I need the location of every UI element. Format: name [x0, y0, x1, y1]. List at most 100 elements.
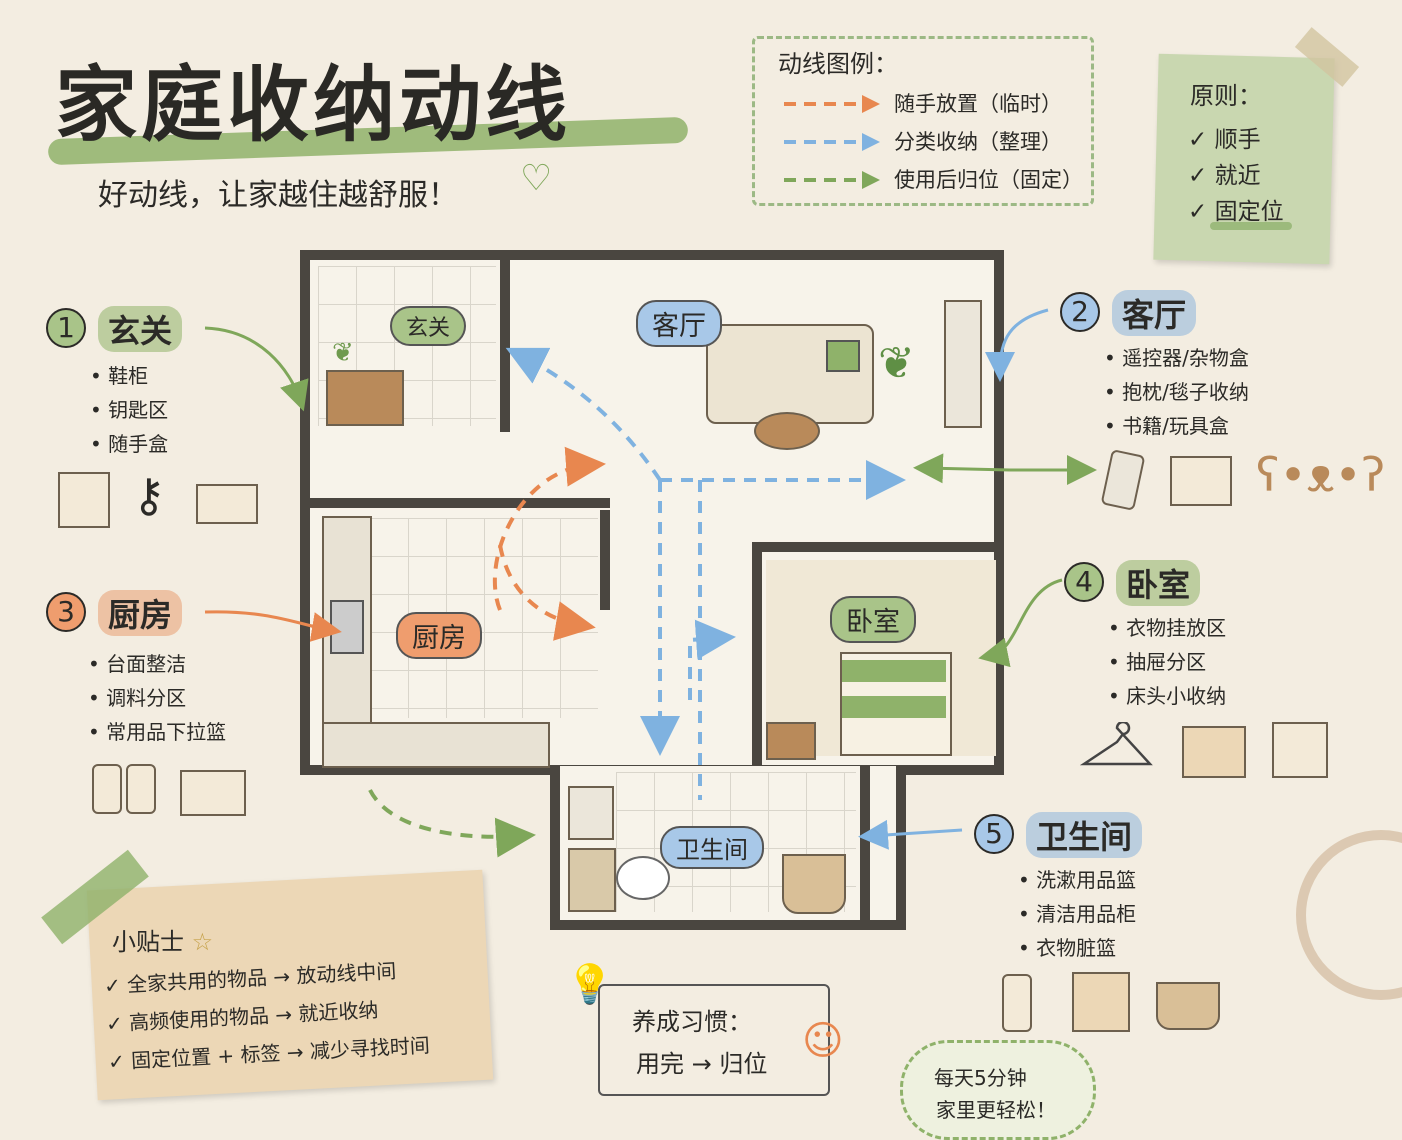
tips-title: 小贴士 ☆: [112, 922, 213, 957]
flow-arrow-green: [368, 789, 536, 858]
nightstand: [766, 722, 816, 760]
section-item: 书籍/玩具盒: [1104, 410, 1229, 439]
section-item: 抱枕/毯子收纳: [1104, 376, 1249, 405]
section-item: 调料分区: [88, 682, 186, 711]
section-title-entrance: 玄关: [98, 306, 183, 352]
section-number: 4: [1064, 562, 1104, 602]
section-item: 台面整洁: [88, 648, 186, 677]
section-item: 清洁用品柜: [1018, 898, 1136, 927]
section-number: 2: [1060, 292, 1100, 332]
callout-line-kitchen: [204, 610, 342, 642]
principle-item: ✓ 顺手: [1188, 127, 1261, 153]
cloud-line-1: 每天5分钟: [934, 1066, 1027, 1090]
habit-line: 用完 → 归位: [636, 1050, 768, 1078]
room-label-bathroom: 卫生间: [660, 826, 764, 869]
callout-line-bathroom: [858, 819, 963, 850]
room-label-living: 客厅: [636, 300, 722, 347]
storage-bin-icon: [1182, 726, 1246, 778]
room-label-kitchen: 厨房: [396, 612, 482, 659]
plant-icon: ❦: [332, 338, 354, 368]
section-item: 遥控器/杂物盒: [1104, 342, 1249, 371]
cloud-line-2: 家里更轻松！: [936, 1098, 1056, 1122]
section-item: 钥匙区: [90, 394, 168, 423]
heart-icon: ♡: [520, 158, 553, 199]
legend-label: 分类收纳（整理）: [894, 130, 1062, 154]
orange-dashed-arrow-icon: [784, 95, 880, 113]
section-item: 洗漱用品篮: [1018, 864, 1136, 893]
tv-cabinet: [944, 300, 982, 428]
section-number: 3: [46, 592, 86, 632]
tray-box-icon: [196, 484, 258, 524]
habit-box: [598, 984, 830, 1096]
section-item: 常用品下拉篮: [88, 716, 226, 745]
soap-bottle-icon: [1002, 974, 1032, 1032]
bathroom-area: [550, 766, 906, 930]
legend-box: [752, 36, 1094, 206]
jar-icon: [92, 764, 122, 814]
flow-arrow-green: [913, 453, 1011, 484]
section-title-kitchen: 厨房: [98, 590, 183, 636]
sink-icon: [568, 786, 614, 840]
section-item: 衣物脏篮: [1018, 932, 1116, 961]
callout-line-living: [985, 308, 1049, 382]
section-item: 鞋柜: [90, 360, 148, 389]
shoe-cabinet-icon: [58, 472, 110, 528]
section-title-bedroom: 卧室: [1116, 560, 1201, 606]
habit-title: 养成习惯：: [632, 1008, 752, 1036]
jar-icon: [126, 764, 156, 814]
star-icon: ☆: [191, 928, 214, 956]
cabinet: [568, 848, 616, 912]
kitchen-counter-bottom: [322, 722, 550, 768]
section-item: 衣物挂放区: [1108, 612, 1226, 641]
bed-blanket: [842, 696, 946, 718]
legend-label: 使用后归位（固定）: [894, 168, 1083, 192]
toilet-icon: [616, 856, 670, 900]
cushion: [826, 340, 860, 372]
cleaning-cabinet-icon: [1072, 972, 1130, 1032]
coffee-table: [754, 412, 820, 450]
shoe-cabinet: [326, 370, 404, 426]
wall: [310, 498, 490, 508]
laundry-basket-icon: [1156, 982, 1220, 1030]
blue-dashed-arrow-icon: [784, 133, 880, 151]
principles-title: 原则：: [1190, 82, 1262, 110]
pull-basket-icon: [180, 770, 246, 816]
section-item: 床头小收纳: [1108, 680, 1226, 709]
room-label-entrance: 玄关: [390, 306, 467, 346]
tips-title-text: 小贴士: [112, 928, 184, 956]
page-title: 家庭收纳动线: [55, 57, 572, 153]
legend-item-return: 使用后归位（固定）: [782, 164, 1083, 198]
callout-line-entrance: [204, 326, 309, 412]
teddy-bear-icon: ʕ•ᴥ•ʔ: [1256, 448, 1386, 502]
section-title-living: 客厅: [1112, 290, 1197, 336]
flow-arrow-blue: [505, 347, 662, 482]
storage-box-icon: [1170, 456, 1232, 506]
legend-title: 动线图例：: [778, 50, 898, 78]
section-number: 1: [46, 308, 86, 348]
wall: [480, 498, 610, 508]
plant-icon: ❦: [878, 338, 915, 389]
wall: [752, 542, 1004, 552]
wall: [500, 260, 510, 432]
page-subtitle: 好动线，让家越住越舒服！: [98, 178, 458, 213]
legend-item-temporary: 随手放置（临时）: [782, 88, 1082, 122]
section-title-bathroom: 卫生间: [1026, 812, 1143, 858]
flow-arrow-orange: [492, 446, 606, 611]
legend-item-sorting: 分类收纳（整理）: [782, 126, 1082, 160]
green-dashed-arrow-icon: [784, 171, 880, 189]
flow-arrow-orange: [498, 544, 596, 641]
laundry-basket-icon: [782, 854, 846, 914]
drawer-box-icon: [1272, 722, 1328, 778]
legend-label: 随手放置（临时）: [894, 92, 1062, 116]
section-item: 抽屉分区: [1108, 646, 1206, 675]
wall: [600, 510, 610, 610]
wall: [752, 542, 762, 774]
smiley-icon: ☺: [802, 1018, 844, 1064]
callout-line-bedroom: [978, 578, 1063, 668]
bed-blanket: [842, 660, 946, 682]
principle-item: ✓ 固定位: [1188, 192, 1292, 230]
hanger-icon: [1080, 722, 1153, 766]
flow-arrow-blue: [688, 619, 736, 700]
room-label-bedroom: 卧室: [830, 596, 916, 643]
